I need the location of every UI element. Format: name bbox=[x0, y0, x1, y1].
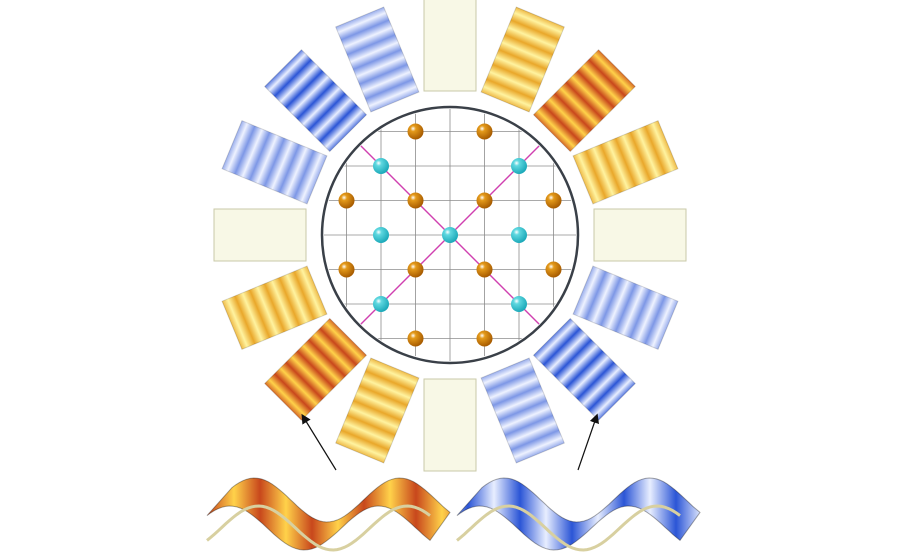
arrow-right bbox=[577, 413, 599, 471]
atom-orange-9 bbox=[545, 261, 562, 278]
atom-orange-4 bbox=[476, 192, 493, 209]
pattern-tile-13 bbox=[221, 120, 328, 205]
pattern-tile-rect-13 bbox=[221, 120, 328, 205]
pattern-tile-rect-4 bbox=[593, 208, 687, 262]
wave-surface-right bbox=[456, 477, 701, 552]
pattern-tiles-ring bbox=[213, 0, 687, 472]
atom-teal-6 bbox=[511, 296, 527, 312]
pattern-tile-1 bbox=[480, 6, 565, 113]
pattern-tile-rect-0 bbox=[423, 0, 477, 92]
pattern-tile-15 bbox=[335, 6, 420, 113]
atom-orange-6 bbox=[338, 261, 355, 278]
pattern-tile-11 bbox=[221, 265, 328, 350]
wave-edge-left bbox=[206, 504, 431, 552]
lattice-circle-outline bbox=[320, 105, 580, 365]
wave-body-right bbox=[456, 477, 701, 551]
pattern-tile-rect-8 bbox=[423, 378, 477, 472]
atom-orange-1 bbox=[476, 123, 493, 140]
pattern-tile-0 bbox=[423, 0, 477, 92]
atom-teal-4 bbox=[511, 227, 527, 243]
pattern-tile-7 bbox=[480, 357, 565, 464]
pattern-tile-6 bbox=[532, 317, 637, 422]
pattern-tile-rect-12 bbox=[213, 208, 307, 262]
atom-orange-11 bbox=[476, 330, 493, 347]
pattern-tile-2 bbox=[532, 48, 637, 153]
pattern-tile-8 bbox=[423, 378, 477, 472]
pattern-tile-rect-1 bbox=[480, 6, 565, 113]
pattern-tile-5 bbox=[572, 265, 679, 350]
pattern-tile-rect-10 bbox=[263, 317, 368, 422]
atom-orange-7 bbox=[407, 261, 424, 278]
lattice-circle bbox=[320, 105, 580, 365]
pattern-tile-3 bbox=[572, 120, 679, 205]
atom-teal-5 bbox=[373, 296, 389, 312]
pattern-tile-9 bbox=[335, 357, 420, 464]
pattern-tile-rect-3 bbox=[572, 120, 679, 205]
atom-teal-2 bbox=[373, 227, 389, 243]
pattern-tile-rect-14 bbox=[263, 48, 368, 153]
pattern-tile-rect-2 bbox=[532, 48, 637, 153]
atom-orange-3 bbox=[407, 192, 424, 209]
pattern-tile-rect-6 bbox=[532, 317, 637, 422]
pattern-tile-rect-5 bbox=[572, 265, 679, 350]
atom-orange-0 bbox=[407, 123, 424, 140]
pattern-tile-14 bbox=[263, 48, 368, 153]
atom-teal-3 bbox=[442, 227, 458, 243]
wave-body-left bbox=[206, 477, 451, 551]
wave-surface-left bbox=[206, 477, 451, 552]
pattern-tile-rect-9 bbox=[335, 357, 420, 464]
atom-orange-2 bbox=[338, 192, 355, 209]
arrow-left bbox=[301, 413, 337, 471]
pattern-tile-10 bbox=[263, 317, 368, 422]
pattern-tile-rect-11 bbox=[221, 265, 328, 350]
pattern-tile-rect-7 bbox=[480, 357, 565, 464]
pattern-tile-12 bbox=[213, 208, 307, 262]
wave-edge-right bbox=[456, 504, 681, 552]
atom-teal-1 bbox=[511, 158, 527, 174]
wave-surfaces bbox=[206, 413, 701, 552]
atom-orange-5 bbox=[545, 192, 562, 209]
atom-orange-10 bbox=[407, 330, 424, 347]
pattern-tile-4 bbox=[593, 208, 687, 262]
pattern-tile-rect-15 bbox=[335, 6, 420, 113]
atom-teal-0 bbox=[373, 158, 389, 174]
atom-orange-8 bbox=[476, 261, 493, 278]
